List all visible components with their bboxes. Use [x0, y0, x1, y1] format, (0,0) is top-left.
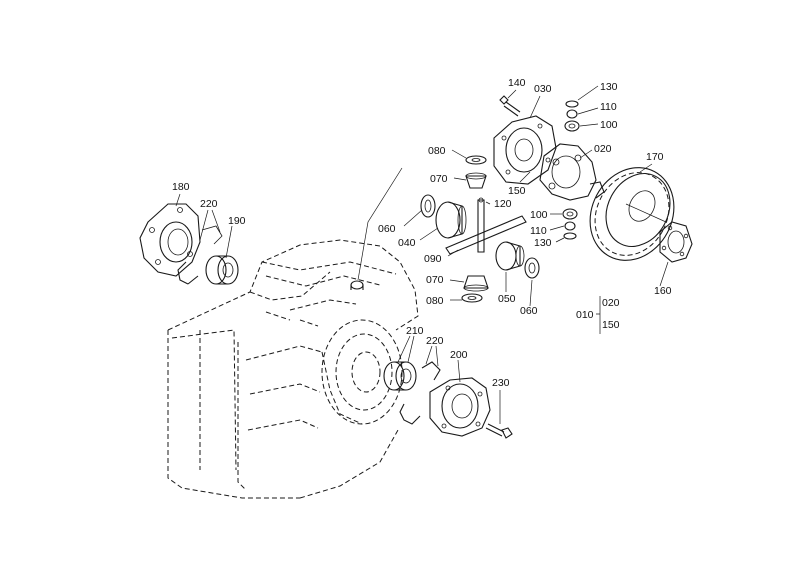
label-020-group: 020: [602, 297, 620, 309]
label-130-mid: 130: [534, 237, 552, 249]
cover-bolt: [499, 95, 521, 117]
label-180: 180: [172, 181, 190, 193]
right-bearing: [383, 361, 417, 391]
pinion-070-top: [465, 172, 487, 189]
mid-washer-stack: [562, 208, 578, 240]
label-170: 170: [646, 151, 664, 163]
label-120: 120: [494, 198, 512, 210]
differential-cover: [493, 115, 557, 185]
label-150-group: 150: [602, 319, 620, 331]
part-labels: 140 030 130 110 100 080 020 170 070 150 …: [172, 77, 672, 424]
label-110-top: 110: [600, 101, 617, 113]
pinion-070-bottom: [463, 275, 489, 292]
label-140: 140: [508, 77, 526, 89]
label-060-right: 060: [520, 305, 538, 317]
label-230: 230: [492, 377, 510, 389]
left-shim: [177, 225, 223, 285]
label-030: 030: [534, 83, 552, 95]
transmission-housing: [167, 239, 419, 499]
side-gear-040: [435, 201, 467, 239]
label-220-left: 220: [200, 198, 218, 210]
label-070-top: 070: [430, 173, 448, 185]
label-020: 020: [594, 143, 612, 155]
label-010: 010: [576, 309, 594, 321]
cover-bolt-230: [485, 423, 513, 439]
label-060-left: 060: [378, 223, 396, 235]
label-200: 200: [450, 349, 468, 361]
housing-pointer-line: [357, 167, 403, 281]
pinion-shaft-090: [445, 215, 527, 255]
label-070-bottom: 070: [426, 274, 444, 286]
label-110-mid: 110: [530, 225, 547, 237]
right-side-cover: [429, 377, 491, 437]
label-220-right: 220: [426, 335, 444, 347]
label-050: 050: [498, 293, 516, 305]
ring-gear: [589, 167, 675, 261]
right-shim: [399, 361, 441, 425]
left-bearing: [205, 255, 239, 285]
washer-060-right: [524, 257, 540, 279]
washer-060-left: [420, 194, 436, 218]
right-flange: [659, 221, 693, 263]
label-100-top: 100: [600, 119, 618, 131]
label-080-top: 080: [428, 145, 446, 157]
label-130-top: 130: [600, 81, 618, 93]
left-side-cover: [139, 203, 201, 277]
label-090: 090: [424, 253, 442, 265]
washer-080-top: [465, 155, 487, 165]
label-160: 160: [654, 285, 672, 297]
label-100-mid: 100: [530, 209, 548, 221]
top-washer-stack: [564, 100, 580, 132]
pin-120: [477, 197, 485, 253]
label-190: 190: [228, 215, 246, 227]
label-150: 150: [508, 185, 526, 197]
washer-080-bottom: [461, 293, 483, 303]
label-210: 210: [406, 325, 424, 337]
side-gear-050: [495, 241, 525, 271]
label-040: 040: [398, 237, 416, 249]
label-080-bottom: 080: [426, 295, 444, 307]
